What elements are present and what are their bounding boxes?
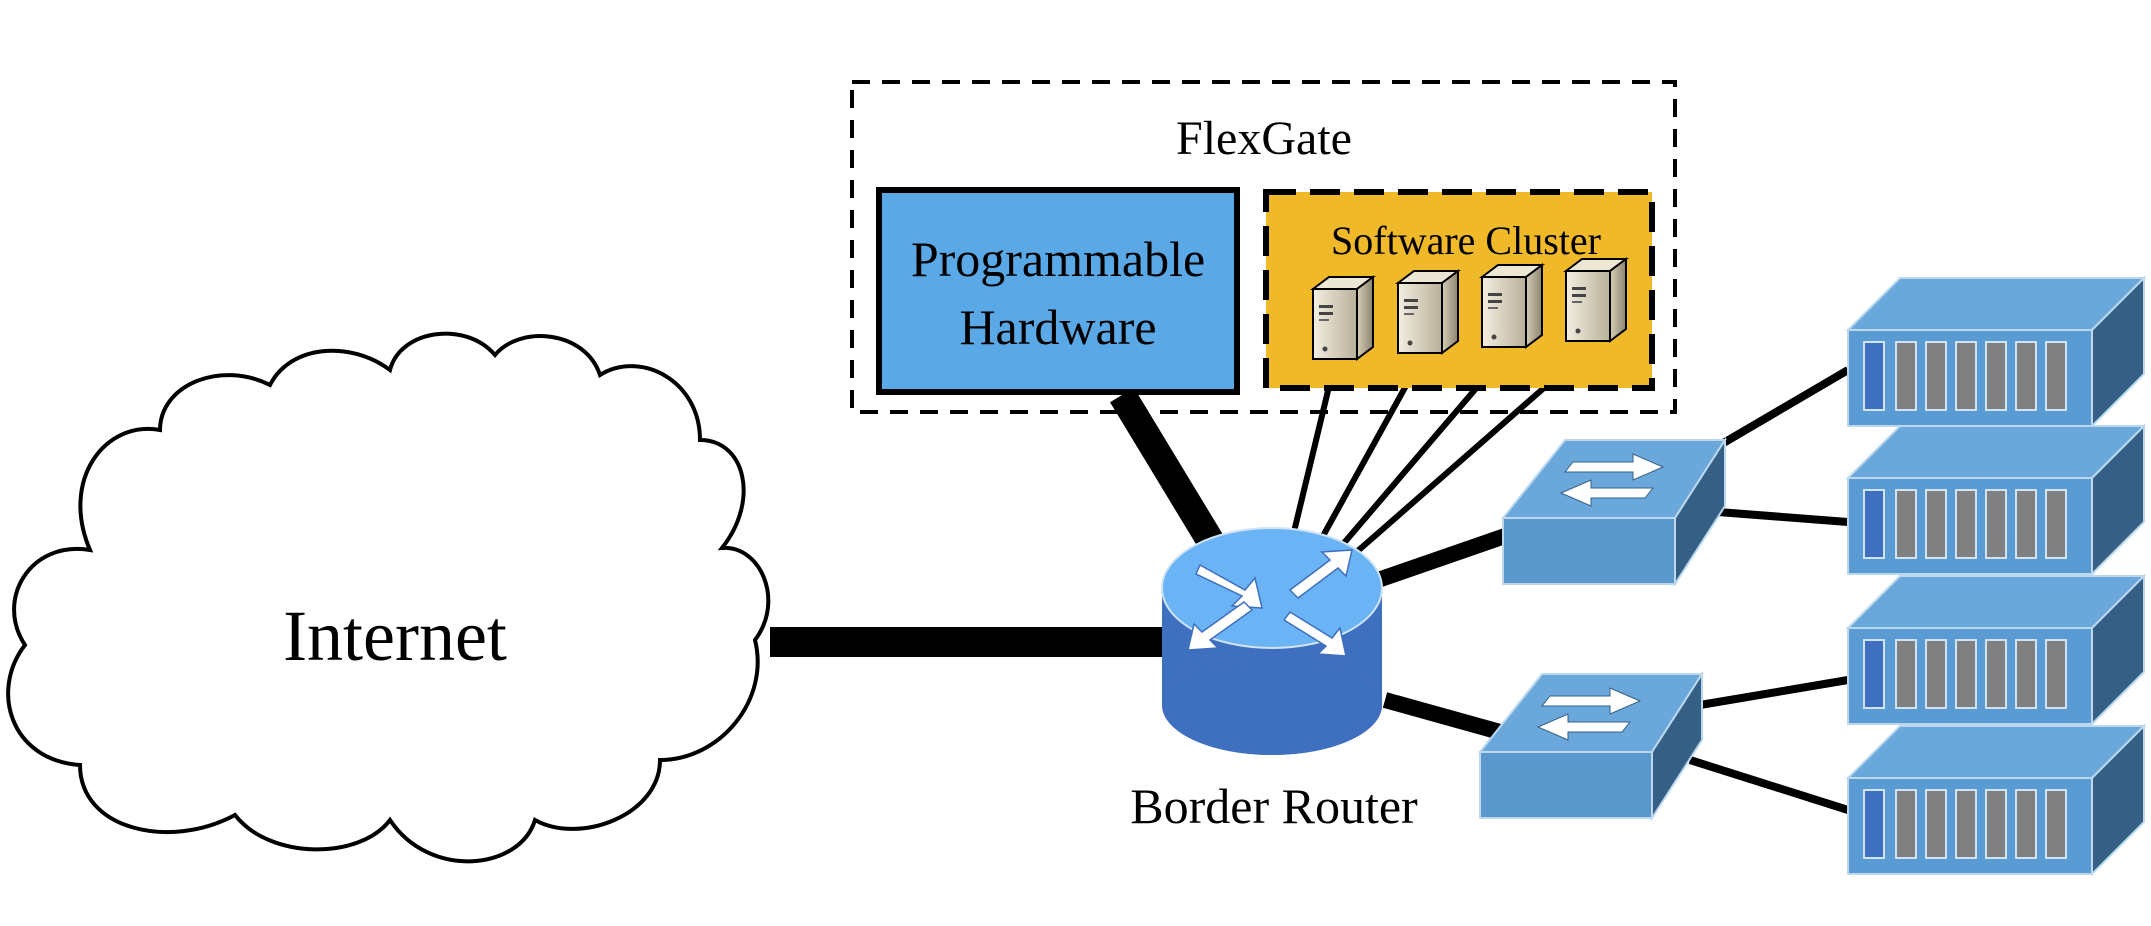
link-hardware-router: [1110, 387, 1234, 568]
flexgate-border: [850, 80, 1677, 414]
tower-server-icon: [1397, 270, 1459, 354]
software-cluster-label: Software Cluster: [1331, 218, 1601, 263]
link-switch1-server2: [1717, 508, 1849, 526]
link-router-switch2: [1382, 692, 1503, 740]
internet-label: Internet: [283, 596, 507, 676]
link-switch1-server1: [1717, 366, 1851, 449]
border-router: Border Router: [1130, 527, 1418, 834]
rack-server-icon: [1847, 725, 2145, 875]
tower-server-icon: [1481, 264, 1543, 348]
programmable-hardware-label-line1: Programmable: [911, 231, 1205, 287]
tower-server-icon: [1565, 258, 1627, 342]
rack-server-icon: [1847, 425, 2145, 575]
cloud-icon: [6, 331, 771, 864]
tower-server-icon: [1312, 276, 1374, 360]
flexgate-label: FlexGate: [1176, 112, 1352, 165]
router-icon: [1161, 527, 1383, 755]
border-router-label: Border Router: [1130, 778, 1418, 834]
switch-icon: [1479, 673, 1703, 819]
rack-server-icon: [1847, 277, 2145, 427]
flexgate-group: FlexGate Programmable Hardware Software …: [850, 80, 1677, 414]
link-router-switch1: [1375, 528, 1508, 588]
link-tower1-router: [1289, 369, 1336, 541]
link-tower2-router: [1315, 362, 1421, 547]
link-switch2-server4: [1688, 756, 1850, 814]
switch-icon: [1502, 439, 1726, 585]
programmable-hardware-label-line2: Hardware: [959, 299, 1156, 355]
programmable-hardware-box: [876, 187, 1240, 395]
link-switch2-server3: [1699, 676, 1849, 709]
internet-cloud: Internet: [6, 331, 771, 864]
rack-server-icon: [1847, 575, 2145, 725]
